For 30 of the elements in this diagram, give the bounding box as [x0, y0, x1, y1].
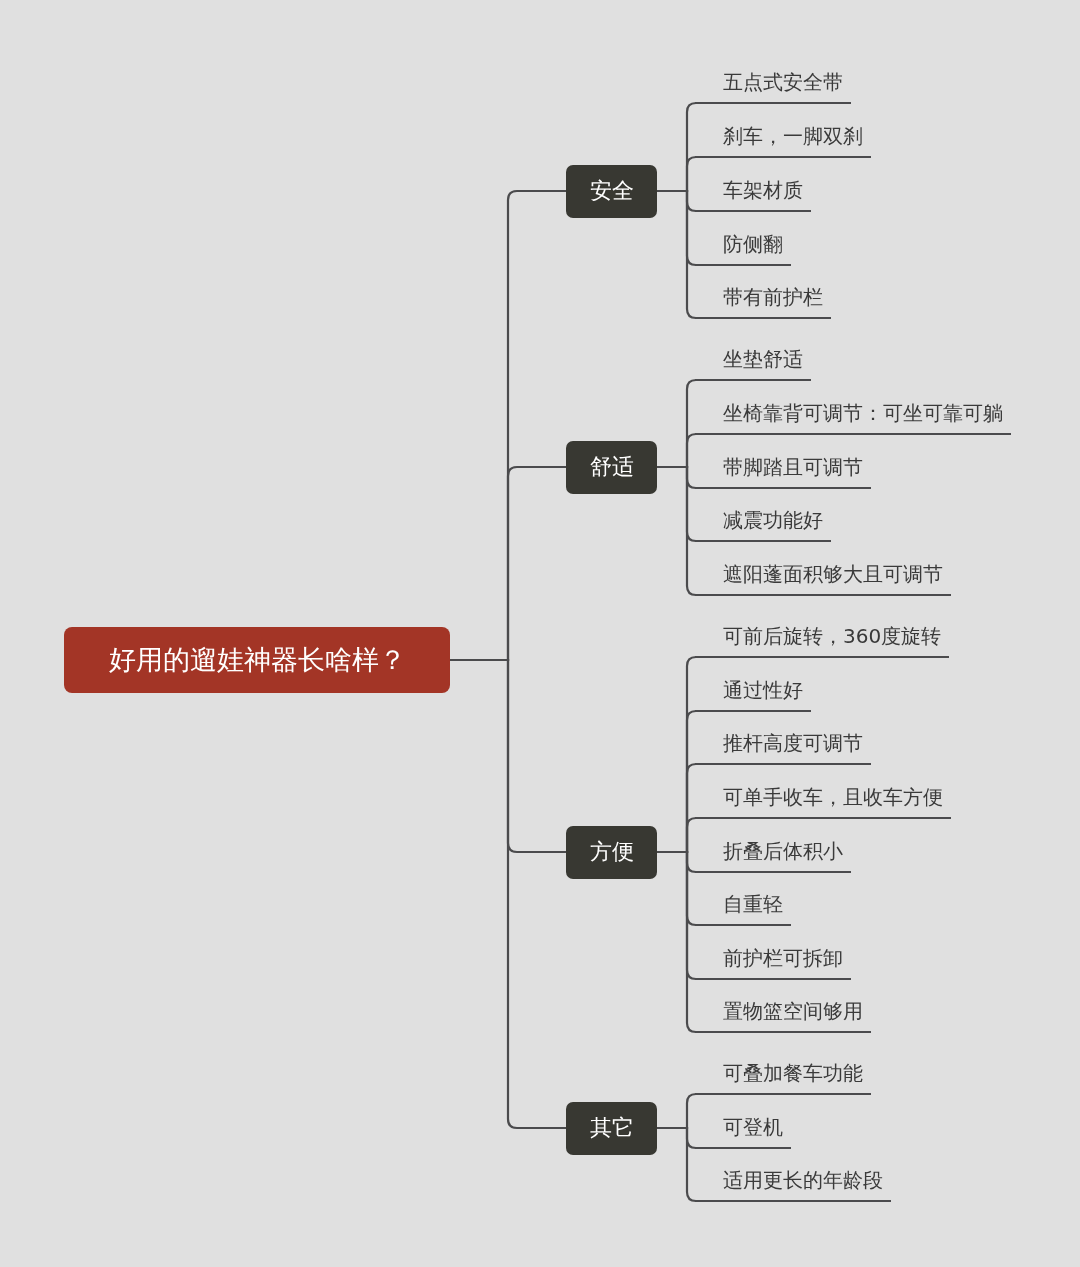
underlined-topic: 坐椅靠背可调节：可坐可靠可躺	[695, 394, 1011, 435]
category-box: 方便	[566, 825, 657, 879]
underlined-topic: 刹车，一脚双刹	[695, 117, 871, 158]
connector-line	[657, 189, 698, 320]
underlined-topic: 折叠后体积小	[695, 832, 851, 873]
underlined-topic: 防侧翻	[695, 225, 791, 266]
underlined-topic: 可登机	[695, 1108, 791, 1149]
category-box: 安全	[566, 164, 657, 218]
underlined-topic: 可单手收车，且收车方便	[695, 778, 951, 819]
underlined-topic: 带脚踏且可调节	[695, 448, 871, 489]
category-box: 舒适	[566, 440, 657, 494]
underlined-topic: 遮阳蓬面积够大且可调节	[695, 555, 951, 596]
underlined-topic: 置物篮空间够用	[695, 992, 871, 1033]
underlined-topic: 车架材质	[695, 171, 811, 212]
underlined-topic: 减震功能好	[695, 501, 831, 542]
connector-line	[657, 1126, 698, 1203]
category-box: 其它	[566, 1101, 657, 1155]
underlined-topic: 前护栏可拆卸	[695, 939, 851, 980]
underlined-topic: 可前后旋转，360度旋转	[695, 617, 950, 658]
central-topic-box: 好用的遛娃神器长啥样？	[64, 627, 450, 693]
connector-line	[657, 465, 698, 597]
underlined-topic: 五点式安全带	[695, 63, 851, 104]
underlined-topic: 通过性好	[695, 671, 811, 712]
underlined-topic: 推杆高度可调节	[695, 724, 871, 765]
underlined-topic: 适用更长的年龄段	[695, 1161, 891, 1202]
underlined-topic: 带有前护栏	[695, 278, 831, 319]
underlined-topic: 自重轻	[695, 885, 791, 926]
connector-line	[657, 850, 698, 1034]
underlined-topic: 可叠加餐车功能	[695, 1054, 871, 1095]
underlined-topic: 坐垫舒适	[695, 340, 811, 381]
